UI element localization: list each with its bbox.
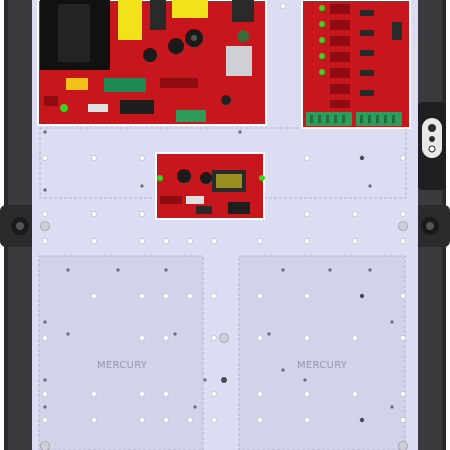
mercury-zone-label: MERCURY	[97, 360, 148, 371]
standoffs	[40, 221, 408, 450]
hinge-icon	[412, 205, 450, 247]
cam-lock-icon	[418, 102, 446, 190]
mercury-zone-right	[238, 255, 406, 450]
relay-output-board	[301, 0, 411, 129]
mercury-zone-left	[38, 255, 204, 450]
mounting-holes	[42, 3, 406, 423]
power-supply-board	[37, 0, 267, 126]
small-mount-dots	[43, 130, 394, 409]
mercury-zone-label: MERCURY	[297, 360, 348, 371]
small-control-board	[155, 152, 265, 220]
hinge-icon	[0, 205, 38, 247]
upper-zone-outline	[39, 127, 407, 199]
